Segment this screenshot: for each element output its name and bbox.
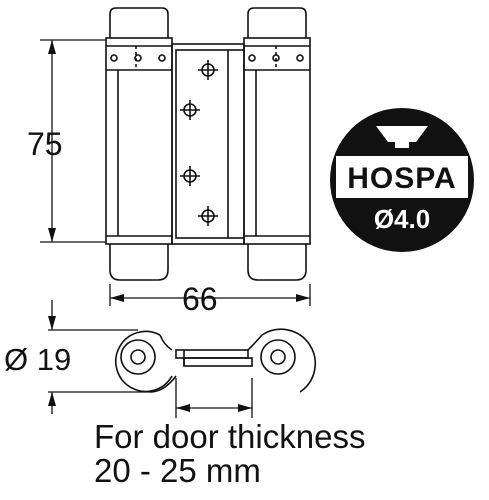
caption-line-2: 20 - 25 mm: [94, 452, 261, 489]
hospa-brand-text: HOSPA: [347, 162, 456, 195]
right-barrel: [243, 7, 311, 281]
width-dimension: [109, 284, 311, 306]
door-thickness-dimension: [175, 378, 253, 418]
hinge-plan-view: [115, 328, 317, 393]
door-thickness-caption: For door thickness 20 - 25 mm: [94, 420, 484, 488]
countersunk-screw-icon: [376, 126, 428, 148]
height-dimension: [40, 39, 106, 243]
caption-line-1: For door thickness: [94, 418, 366, 455]
hinge-front-view: [105, 7, 311, 281]
center-leaf-plate: [135, 43, 277, 245]
screw-holes: [180, 60, 218, 226]
left-barrel: [105, 7, 173, 281]
diameter-dimension-label: Ø 19: [4, 342, 71, 377]
tension-pin-holes: [110, 54, 304, 62]
hospa-screw-logo: HOSPA Ø4.0: [330, 108, 474, 252]
height-dimension-label: 75: [27, 126, 63, 162]
diameter-dimension: [48, 300, 150, 414]
width-dimension-label: 66: [182, 281, 218, 317]
screw-size-label: Ø4.0: [374, 204, 430, 234]
